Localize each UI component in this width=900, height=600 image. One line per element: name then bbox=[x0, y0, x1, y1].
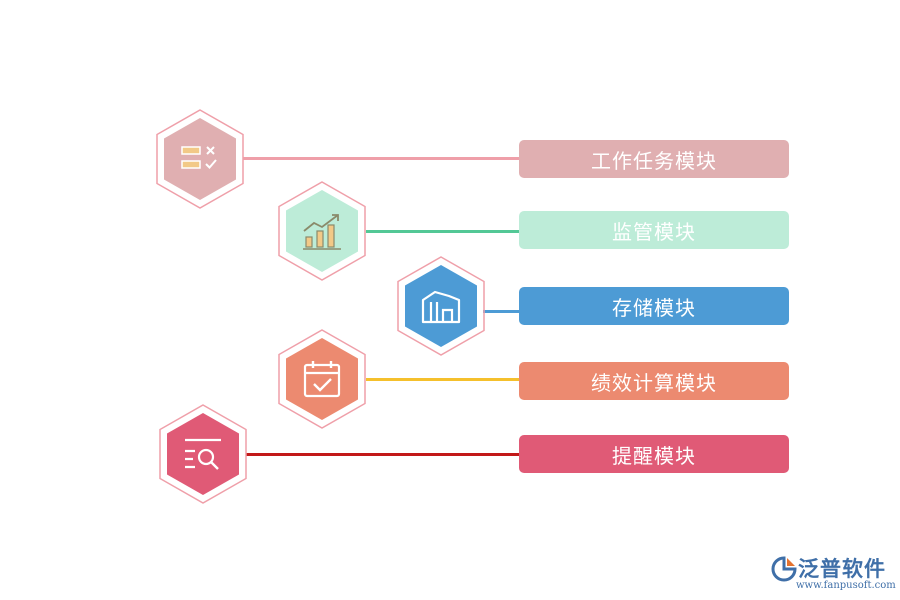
search-list-icon bbox=[185, 438, 221, 470]
module-label-text: 工作任务模块 bbox=[591, 148, 717, 173]
connector-line-supervision bbox=[366, 230, 520, 233]
module-label-task: 工作任务模块 bbox=[519, 140, 789, 178]
brand-watermark: 泛普软件 www.fanpusoft.com bbox=[770, 553, 896, 597]
module-label-text: 存储模块 bbox=[612, 295, 696, 320]
hexagon-performance bbox=[276, 329, 368, 429]
fanpu-logo-icon bbox=[771, 556, 797, 582]
module-label-storage: 存储模块 bbox=[519, 287, 789, 325]
task-checklist-icon bbox=[181, 146, 217, 169]
connector-line-storage bbox=[483, 310, 520, 313]
brand-url: www.fanpusoft.com bbox=[796, 580, 896, 591]
hexagon-task bbox=[154, 109, 246, 209]
module-label-reminder: 提醒模块 bbox=[519, 435, 789, 473]
module-label-text: 提醒模块 bbox=[612, 443, 696, 468]
connector-line-performance bbox=[366, 378, 520, 381]
brand-name: 泛普软件 bbox=[798, 557, 886, 581]
module-label-supervision: 监管模块 bbox=[519, 211, 789, 249]
bar-chart-trend-icon bbox=[303, 214, 341, 250]
module-label-text: 绩效计算模块 bbox=[591, 370, 717, 395]
hexagon-reminder bbox=[157, 404, 249, 504]
module-label-performance: 绩效计算模块 bbox=[519, 362, 789, 400]
connector-line-reminder bbox=[246, 453, 520, 456]
hexagon-storage bbox=[395, 256, 487, 356]
calendar-check-icon bbox=[303, 361, 341, 398]
module-label-text: 监管模块 bbox=[612, 219, 696, 244]
warehouse-icon bbox=[421, 290, 461, 324]
hexagon-supervision bbox=[276, 181, 368, 281]
connector-line-task bbox=[243, 157, 520, 160]
